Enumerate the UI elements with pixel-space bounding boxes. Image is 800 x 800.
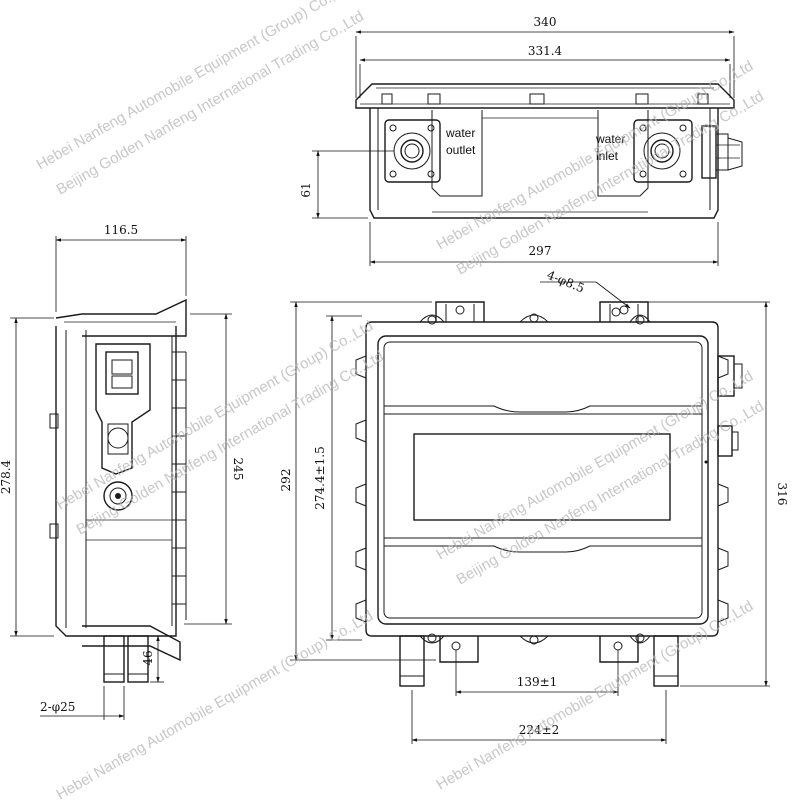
- dim-245: 245: [231, 458, 245, 481]
- dim-2-phi25: 2-φ25: [40, 700, 75, 714]
- side-view: 116.5 278.4 245 46 2-φ25: [0, 223, 245, 720]
- watermark-line1: Hebei Nanfeng Automobile Equipment (Grou…: [54, 317, 377, 513]
- water-inlet-label-2: inlet: [596, 149, 619, 163]
- watermark-line2: Beijing Golden Nanfeng International Tra…: [54, 8, 367, 199]
- front-view: 292 274.4±1.5 316 4-φ8.5 139±1 224±2: [279, 268, 789, 744]
- water-outlet-label-2: outlet: [446, 143, 476, 157]
- dim-297: 297: [529, 244, 552, 258]
- watermark-line1: Hebei Nanfeng Automobile Equipment (Grou…: [434, 597, 757, 793]
- dim-116-5: 116.5: [104, 223, 138, 237]
- dim-278-4: 278.4: [0, 459, 13, 494]
- dim-340: 340: [534, 15, 557, 29]
- dim-292: 292: [279, 469, 293, 492]
- dim-61: 61: [299, 182, 313, 197]
- top-view: water outlet water inlet 340 331.4 61 29…: [299, 15, 743, 266]
- watermark-line2: Beijing Golden Nanfeng International Tra…: [454, 88, 767, 279]
- dim-331-4: 331.4: [528, 44, 563, 58]
- dim-224: 224±2: [519, 723, 560, 737]
- watermark-line1: Hebei Nanfeng Automobile Equipment (Grou…: [34, 0, 357, 173]
- dim-139: 139±1: [517, 675, 558, 689]
- dim-46: 46: [141, 650, 155, 665]
- watermark-line2: Beijing Golden Nanfeng International Tra…: [454, 398, 767, 589]
- water-inlet-label-1: water: [595, 132, 625, 146]
- dim-316: 316: [775, 483, 789, 506]
- dim-274-4: 274.4±1.5: [313, 446, 327, 510]
- water-outlet-label-1: water: [445, 126, 475, 140]
- dim-4-phi8-5: 4-φ8.5: [545, 268, 587, 296]
